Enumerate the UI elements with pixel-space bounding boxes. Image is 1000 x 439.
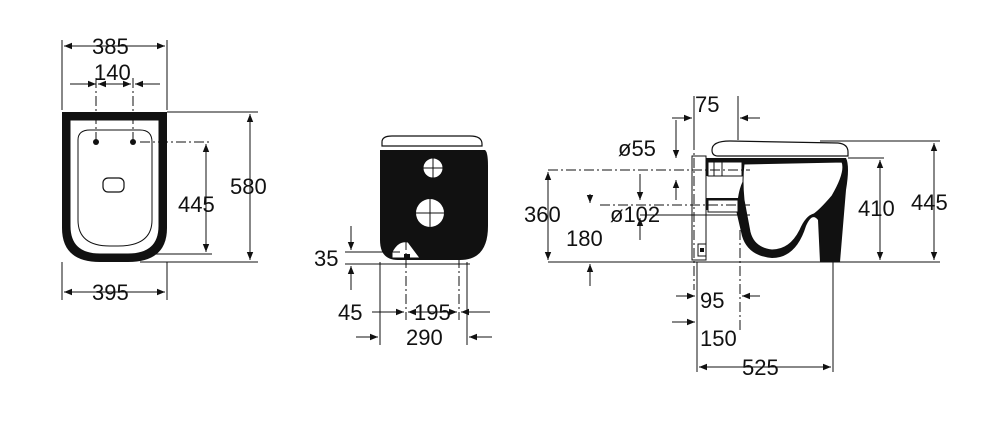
top-view: 385 140 395 580 445: [61, 34, 267, 305]
dim-total-depth: 525: [742, 355, 779, 380]
dim-hole-spacing: 140: [94, 60, 131, 85]
dim-length: 580: [230, 174, 267, 199]
dim-rim-height: 410: [858, 196, 895, 221]
side-view-lid: [711, 140, 849, 157]
dim-bottom-width: 395: [92, 280, 129, 305]
dim-hole-to-front: 445: [178, 192, 215, 217]
dim-depth: 290: [406, 325, 443, 350]
rear-view-lid: [381, 135, 483, 147]
hinge-hole-right: [130, 139, 136, 145]
dim-outlet-height: 35: [314, 246, 338, 271]
side-view-bowl-cavity: [742, 161, 844, 251]
dim-outlet-diameter: ø102: [610, 202, 660, 227]
dim-top-offset: 75: [695, 92, 719, 117]
side-view: 75 ø55 360 ø102 180 410 445 95 150 525: [524, 92, 948, 380]
dim-top-width: 385: [92, 34, 129, 59]
dim-inlet-height: 360: [524, 202, 561, 227]
drain-hole: [102, 177, 125, 193]
rear-view: 35 45 195 290: [314, 135, 492, 350]
hinge-hole-left: [93, 139, 99, 145]
side-outlet: [707, 199, 739, 213]
dim-inlet-diameter: ø55: [618, 136, 656, 161]
dim-left-offset: 45: [338, 300, 362, 325]
dim-outlet-height: 180: [566, 226, 603, 251]
dim-bracket-offset: 95: [700, 288, 724, 313]
dim-outlet-spacing: 195: [414, 300, 451, 325]
dim-bracket-depth: 150: [700, 326, 737, 351]
dim-total-height: 445: [911, 190, 948, 215]
side-inlet: [707, 161, 743, 177]
